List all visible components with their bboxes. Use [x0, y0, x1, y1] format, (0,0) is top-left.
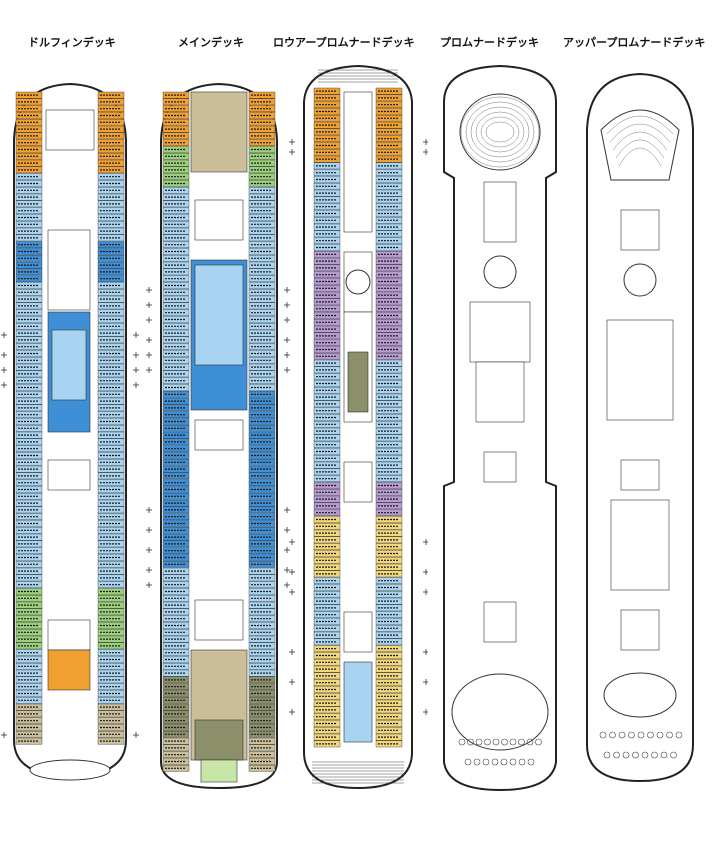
dining-table — [509, 738, 517, 746]
atrium-circle — [345, 269, 371, 295]
dolphin-deck-group — [13, 82, 127, 781]
hull-outline — [586, 72, 694, 783]
dining-table — [518, 738, 525, 746]
theater-rows — [485, 121, 515, 143]
orange-cabins — [47, 649, 91, 691]
dining-room — [603, 672, 677, 718]
deck-plan-main[interactable] — [145, 80, 290, 800]
dining-table — [622, 751, 630, 759]
elevator-lobby-aft — [194, 599, 244, 641]
deck-plan-promenade[interactable] — [432, 62, 568, 802]
dining-table — [458, 738, 466, 746]
shops — [469, 301, 531, 363]
main-deck-group — [160, 82, 278, 790]
dining-table — [641, 751, 649, 759]
promenade-group — [443, 64, 557, 792]
dining-table — [628, 731, 635, 739]
dining-table — [632, 751, 639, 759]
elevator-lobby — [620, 459, 660, 491]
dining-table — [670, 751, 677, 759]
theater-rows — [465, 101, 535, 163]
dining-table — [651, 751, 658, 759]
elevator-lobby-aft — [47, 619, 91, 651]
theater-rows — [470, 106, 530, 158]
aft-inner — [343, 661, 373, 743]
dining-table — [464, 758, 472, 766]
lounge-area — [606, 319, 674, 421]
deck-plan-dolphin[interactable] — [0, 80, 140, 800]
elevator-lobby — [343, 461, 373, 503]
dining-table — [492, 738, 500, 746]
upper-promenade-group — [586, 72, 694, 783]
dining-table — [637, 731, 645, 739]
hull-outline — [443, 64, 557, 792]
dining-table — [526, 738, 534, 746]
theater-balcony — [600, 109, 680, 181]
inner-cabins — [51, 329, 87, 401]
aft-suites — [200, 759, 238, 783]
deck-title-main: メインデッキ — [178, 36, 244, 49]
atrium-circle — [483, 255, 517, 289]
elevator-lobby — [483, 451, 517, 483]
dining-table — [599, 731, 607, 739]
lower-promenade-group — [303, 64, 413, 790]
theater-rows — [480, 116, 520, 148]
dining-table — [482, 758, 490, 766]
dining-table — [660, 751, 668, 759]
dining-table — [666, 731, 673, 739]
deck-title-lower-promenade: ロウアープロムナードデッキ — [273, 36, 415, 49]
deck-title-upper-promenade: アッパープロムナードデッキ — [563, 36, 706, 49]
casino — [610, 499, 670, 591]
dining-table — [473, 758, 481, 766]
lobby — [483, 181, 517, 243]
elevator-lobby-aft — [483, 601, 517, 643]
elevator-lobby — [194, 419, 244, 451]
forward-service — [343, 91, 373, 233]
inner-cabins — [194, 264, 244, 366]
dining-table — [609, 731, 616, 739]
forward-cabins — [190, 91, 248, 173]
dining-table — [656, 731, 664, 739]
elevator-lobby — [47, 459, 91, 491]
inner-suites — [347, 351, 369, 413]
dining-table — [491, 758, 499, 766]
stair-core — [194, 199, 244, 241]
theater-rows — [475, 111, 525, 153]
deck-plan-upper-promenade[interactable] — [575, 70, 705, 795]
balcony-rows — [606, 115, 674, 135]
balcony-rows — [609, 123, 671, 143]
dining-table — [675, 731, 683, 739]
dining-table — [647, 731, 654, 739]
dining-table — [618, 731, 626, 739]
atrium-circle — [623, 263, 657, 297]
dining-table — [484, 738, 491, 746]
dining-table — [613, 751, 620, 759]
elevator-lobby-aft — [620, 609, 660, 651]
dining-table — [527, 758, 535, 766]
dining-table — [603, 751, 611, 759]
dining-table — [467, 738, 474, 746]
dining-table — [509, 758, 517, 766]
deck-title-dolphin: ドルフィンデッキ — [28, 36, 116, 49]
crew-area — [45, 109, 95, 151]
aft-inner — [194, 719, 244, 761]
dining-table — [535, 738, 542, 746]
dining-table — [475, 738, 483, 746]
dining-table — [501, 738, 508, 746]
deck-title-promenade: プロムナードデッキ — [440, 36, 539, 49]
stern-area — [29, 759, 111, 781]
lounge — [475, 361, 525, 423]
dining-room — [451, 673, 549, 751]
elevator-lobby-aft — [343, 611, 373, 653]
stair-core — [47, 229, 91, 311]
lobby — [620, 209, 660, 251]
theater-rows — [460, 96, 540, 168]
dining-table — [500, 758, 508, 766]
theater-seating — [459, 93, 541, 171]
deck-plan-lower-promenade[interactable] — [288, 62, 428, 802]
dining-table — [518, 758, 526, 766]
